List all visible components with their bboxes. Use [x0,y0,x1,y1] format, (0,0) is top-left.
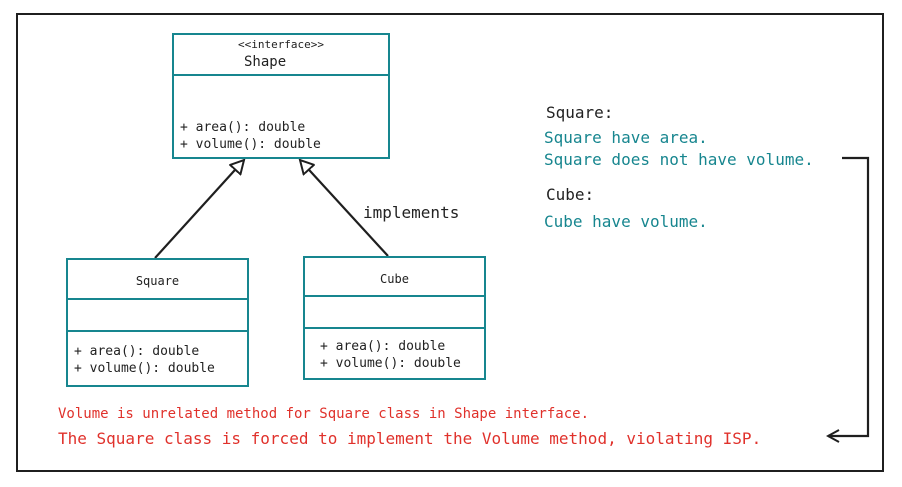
shape-interface-box: <<interface>> Shape + area(): double + v… [172,33,390,159]
cube-op-volume: + volume(): double [320,356,461,371]
warning-line2: The Square class is forced to implement … [58,429,762,448]
square-class-operations: + area(): double + volume(): double [68,332,247,385]
cube-class-attributes [305,297,484,329]
square-class-name: Square [135,274,180,288]
cube-class-name: Cube [380,272,409,286]
square-class-header: Square [68,260,247,300]
square-note-line2: Square does not have volume. [544,150,814,169]
square-realization-arrow [154,160,244,259]
square-class-box: Square + area(): double + volume(): doub… [66,258,249,387]
warning-line1: Volume is unrelated method for Square cl… [58,406,590,422]
cube-op-area: + area(): double [320,339,446,354]
interface-stereotype: <<interface>> [237,38,325,51]
square-op-volume: + volume(): double [74,361,215,376]
interface-name: Shape [244,54,287,70]
interface-operations: + area(): double + volume(): double [174,76,388,157]
square-op-area: + area(): double [74,344,200,359]
cube-class-box: Cube + area(): double + volume(): double [303,256,486,380]
interface-op-volume: + volume(): double [180,137,321,152]
interface-op-area: + area(): double [180,120,306,135]
square-note-line1: Square have area. [544,128,708,147]
cube-class-operations: + area(): double + volume(): double [305,329,484,378]
interface-header: <<interface>> Shape [174,35,388,76]
cube-note-line1: Cube have volume. [544,212,708,231]
implements-label: implements [363,203,460,222]
diagram-frame [16,13,884,472]
square-note-title: Square: [546,103,614,122]
cube-note-title: Cube: [546,185,595,204]
square-class-attributes [68,300,247,332]
isp-bracket-arrow [828,156,870,436]
cube-realization-arrow [300,160,389,257]
cube-class-header: Cube [305,258,484,297]
